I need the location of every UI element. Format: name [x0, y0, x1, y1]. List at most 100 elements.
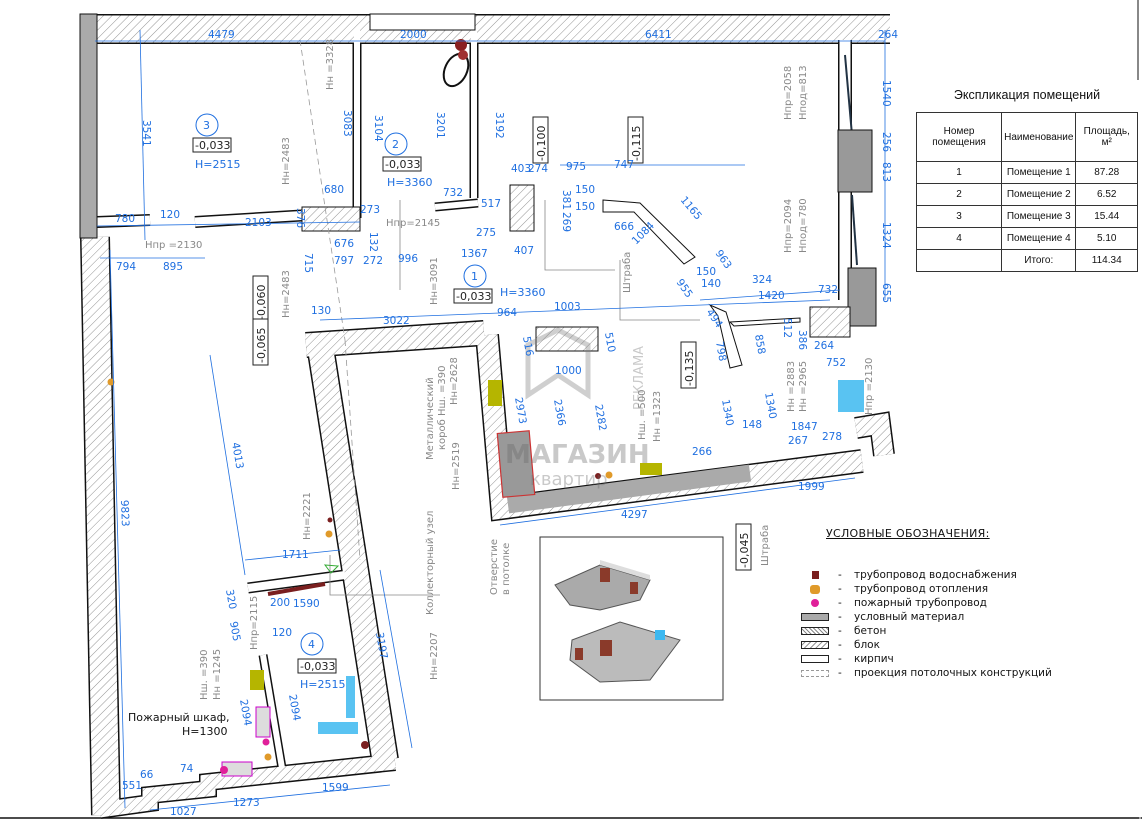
cell-name: Помещение 1 [1001, 161, 1077, 184]
cell-name: Помещение 2 [1001, 183, 1077, 206]
svg-text:-0,065: -0,065 [255, 328, 268, 363]
leader-lines [329, 200, 700, 596]
svg-text:1165: 1165 [678, 194, 704, 222]
svg-text:Hпр=2145: Hпр=2145 [386, 218, 440, 229]
svg-text:-0,100: -0,100 [535, 126, 548, 161]
svg-text:H=3360: H=3360 [387, 176, 432, 189]
svg-text:1324: 1324 [880, 222, 892, 249]
legend-item: -проекция потолочных конструкций [800, 666, 1052, 680]
svg-text:517: 517 [481, 198, 501, 210]
svg-text:407: 407 [514, 245, 534, 257]
legend-label: кирпич [854, 653, 894, 665]
cell-num: 3 [915, 205, 1003, 228]
svg-text:Hн =1245: Hн =1245 [212, 649, 223, 700]
cell-area: 114.34 [1075, 249, 1138, 272]
svg-text:H=2515: H=2515 [195, 158, 240, 171]
concrete-swatch [800, 626, 830, 636]
ceiling-projection-swatch [800, 668, 830, 678]
heating-pipe-icon [264, 753, 272, 761]
legend-label: бетон [854, 625, 887, 637]
water-pipe-icon [455, 39, 467, 51]
svg-text:МАГАЗИН: МАГАЗИН [505, 440, 650, 470]
svg-text:676: 676 [334, 238, 354, 250]
svg-text:813: 813 [880, 162, 892, 182]
metal-box-icon [640, 463, 662, 475]
svg-text:2973: 2973 [512, 396, 528, 424]
svg-text:551: 551 [122, 780, 142, 792]
svg-text:2103: 2103 [245, 217, 272, 229]
fire-pipe-icon [262, 738, 270, 746]
svg-text:1340: 1340 [719, 398, 735, 426]
svg-text:1847: 1847 [791, 421, 818, 433]
legend-label: условный материал [854, 611, 965, 623]
svg-text:1367: 1367 [461, 248, 488, 260]
cell-num [915, 249, 1003, 272]
table-total-row: Итого:114.34 [915, 249, 1138, 272]
svg-text:2094: 2094 [237, 698, 254, 727]
svg-text:2282: 2282 [592, 403, 608, 431]
svg-text:1027: 1027 [170, 806, 197, 818]
cell-num: 2 [915, 183, 1003, 206]
svg-text:3197: 3197 [373, 631, 389, 659]
legend-label: проекция потолочных конструкций [854, 667, 1052, 679]
legend-item: -блок [800, 638, 880, 652]
svg-text:Hн=3091: Hн=3091 [429, 257, 440, 305]
legend-dash: - [838, 625, 842, 637]
valve-icon [323, 564, 340, 574]
water-pipe-icon [267, 582, 326, 596]
explication-table: Номер помещения Наименование Площадь, м²… [915, 112, 1138, 272]
legend-item: -пожарный трубопровод [800, 596, 987, 610]
dimension-labels: 4479 2000 6411 264 3541 3083 3104 3201 3… [115, 29, 898, 818]
svg-text:1000: 1000 [555, 365, 582, 377]
room-tag-3: 3 -0,033 H=2515 [192, 113, 240, 171]
svg-text:H=1300: H=1300 [182, 725, 227, 738]
svg-text:Hпр=2094: Hпр=2094 [783, 199, 794, 253]
column-header: Наименование [1001, 112, 1077, 162]
svg-text:274: 274 [528, 163, 548, 175]
legend-item: -условный материал [800, 610, 964, 624]
svg-text:510: 510 [602, 331, 617, 353]
svg-text:797: 797 [334, 255, 354, 267]
svg-text:130: 130 [311, 305, 331, 317]
water-pipe-icon [800, 570, 830, 580]
svg-text:1420: 1420 [758, 290, 785, 302]
svg-text:512: 512 [781, 318, 793, 338]
svg-text:74: 74 [180, 763, 194, 775]
legend-label: блок [854, 639, 880, 651]
svg-text:3541: 3541 [140, 120, 152, 147]
svg-text:66: 66 [140, 769, 154, 781]
heating-pipe-icon [107, 378, 115, 386]
svg-text:256: 256 [880, 132, 892, 152]
svg-text:Hпод=780: Hпод=780 [798, 198, 809, 253]
cell-area: 87.28 [1075, 161, 1138, 184]
svg-text:-0,135: -0,135 [683, 351, 696, 386]
legend-label: трубопровод отопления [854, 583, 989, 595]
svg-text:Hн=2628: Hн=2628 [449, 357, 460, 405]
svg-text:1540: 1540 [880, 80, 892, 107]
svg-text:132: 132 [367, 232, 379, 252]
cell-name: Помещение 4 [1001, 227, 1077, 250]
svg-text:858: 858 [752, 333, 767, 355]
svg-text:4: 4 [308, 638, 315, 651]
svg-text:-0,045: -0,045 [738, 533, 751, 568]
svg-text:-0,033: -0,033 [300, 660, 335, 673]
svg-text:2094: 2094 [286, 693, 303, 722]
svg-text:975: 975 [566, 161, 586, 173]
table-header-row: Номер помещения Наименование Площадь, м² [915, 112, 1138, 162]
legend-dash: - [838, 597, 842, 609]
svg-text:278: 278 [822, 431, 842, 443]
svg-text:150: 150 [575, 201, 595, 213]
svg-text:H=2515: H=2515 [300, 678, 345, 691]
cell-name: Итого: [1001, 249, 1077, 272]
svg-text:Hн =2883: Hн =2883 [786, 361, 797, 412]
legend-dash: - [838, 611, 842, 623]
svg-text:680: 680 [324, 184, 344, 196]
room-tag-2: 2 -0,033 H=3360 [382, 132, 432, 189]
svg-text:752: 752 [826, 357, 846, 369]
svg-text:6411: 6411 [645, 29, 672, 41]
svg-text:1340: 1340 [762, 391, 778, 419]
svg-text:Hн=2519: Hн=2519 [451, 442, 462, 490]
